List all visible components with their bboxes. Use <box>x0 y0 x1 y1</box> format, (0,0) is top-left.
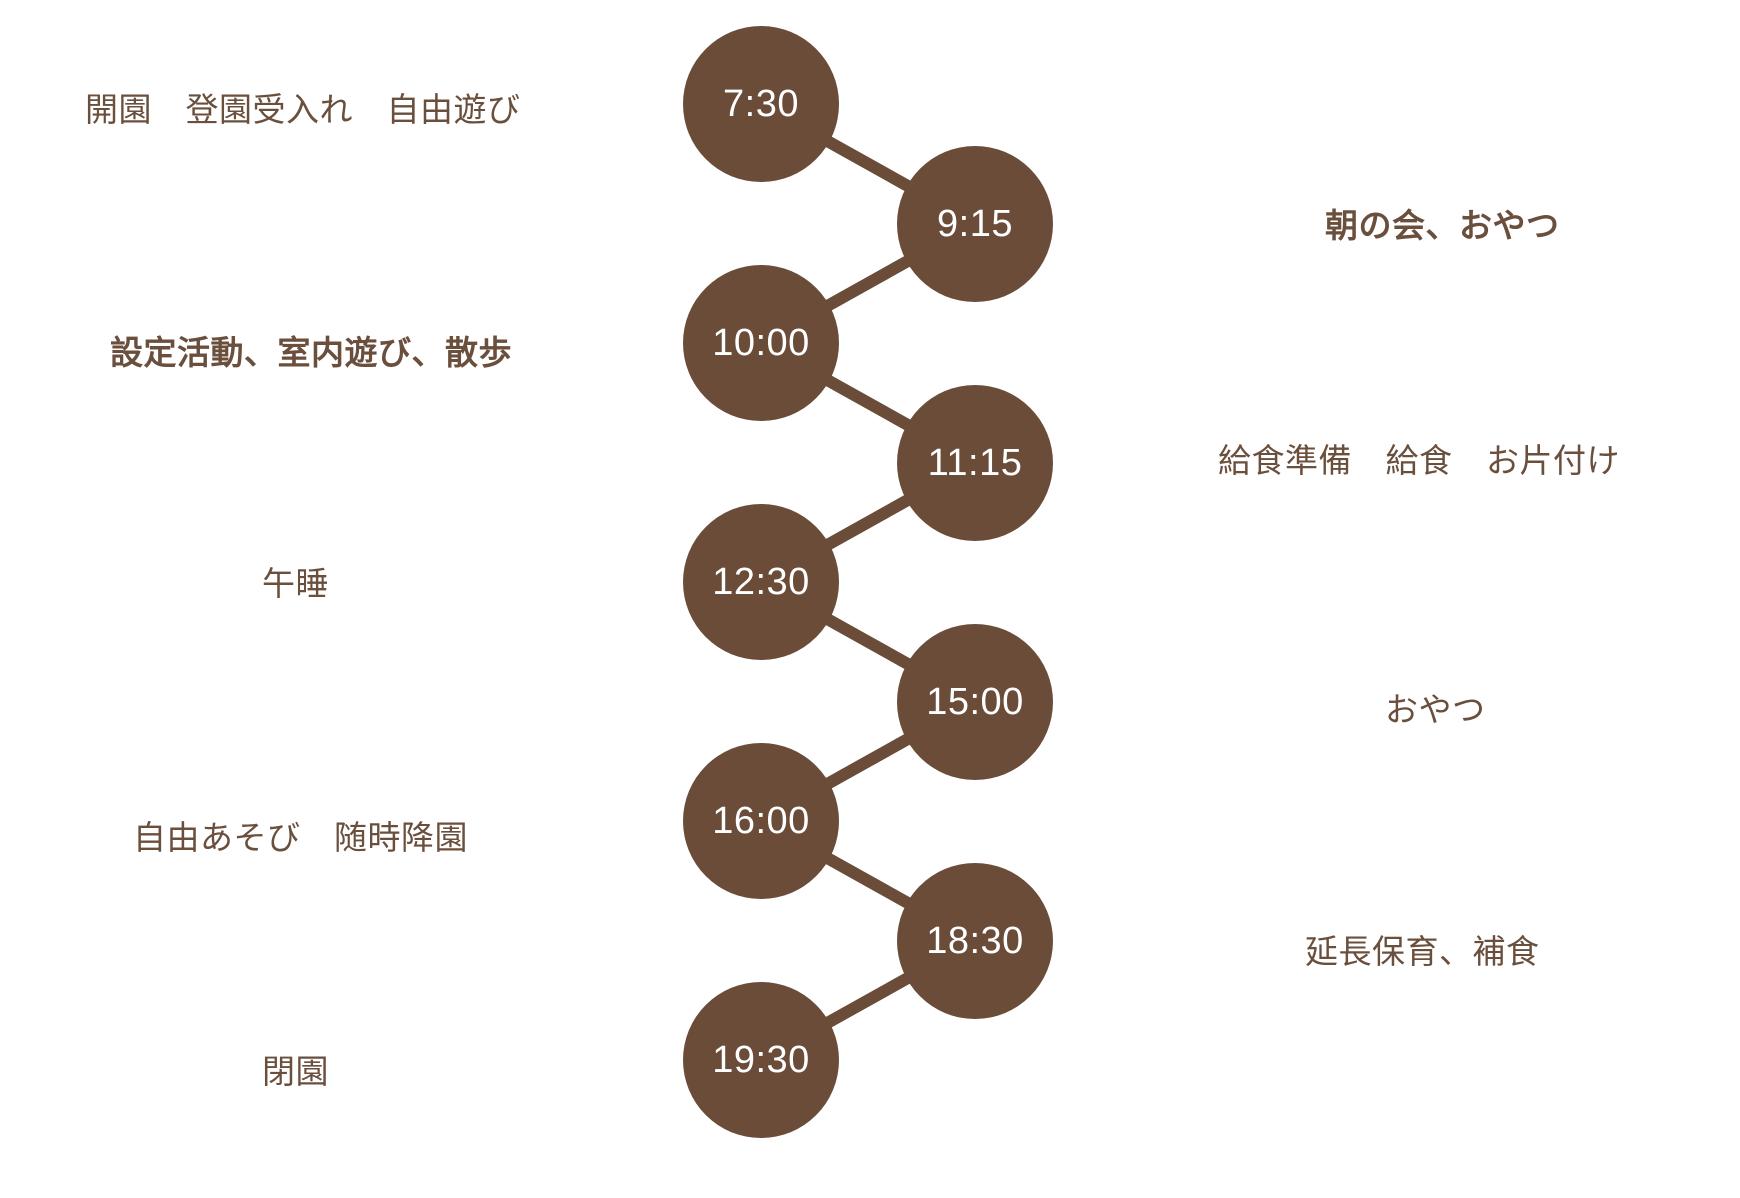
activity-label-left-1230: 午睡 <box>262 565 329 603</box>
time-label: 16:00 <box>712 800 810 842</box>
timeline-node-1230: 12:30 <box>683 504 839 660</box>
time-label: 18:30 <box>926 919 1024 962</box>
timeline-node-730: 7:30 <box>683 26 839 182</box>
activity-label-right-915: 朝の会、おやつ <box>1325 207 1560 245</box>
timeline-node-1500: 15:00 <box>897 623 1053 780</box>
time-label: 7:30 <box>723 83 799 125</box>
activity-label-left-1930: 閉園 <box>262 1053 329 1091</box>
time-label: 10:00 <box>712 322 810 364</box>
timeline-node-915: 9:15 <box>897 145 1053 302</box>
activity-label-right-1115: 給食準備 給食 お片付け <box>1218 442 1620 480</box>
timeline-node-1000: 10:00 <box>683 265 839 421</box>
timeline-node-1930: 19:30 <box>683 982 839 1138</box>
time-label: 9:15 <box>937 202 1013 245</box>
activity-label-left-1600: 自由あそび 随時降園 <box>133 819 468 857</box>
timeline-node-1600: 16:00 <box>683 743 839 899</box>
activity-label-right-1830: 延長保育、補食 <box>1305 933 1540 971</box>
time-label: 15:00 <box>926 680 1024 723</box>
timeline-node-1830: 18:30 <box>897 862 1053 1019</box>
time-label: 11:15 <box>927 441 1023 484</box>
timeline-node-1115: 11:15 <box>897 384 1053 541</box>
time-label: 12:30 <box>712 561 810 603</box>
activity-label-left-1000: 設定活動、室内遊び、散歩 <box>110 334 512 372</box>
time-label: 19:30 <box>712 1039 810 1081</box>
activity-label-right-1500: おやつ <box>1385 691 1486 729</box>
activity-label-left-730: 開園 登園受入れ 自由遊び <box>85 91 521 129</box>
